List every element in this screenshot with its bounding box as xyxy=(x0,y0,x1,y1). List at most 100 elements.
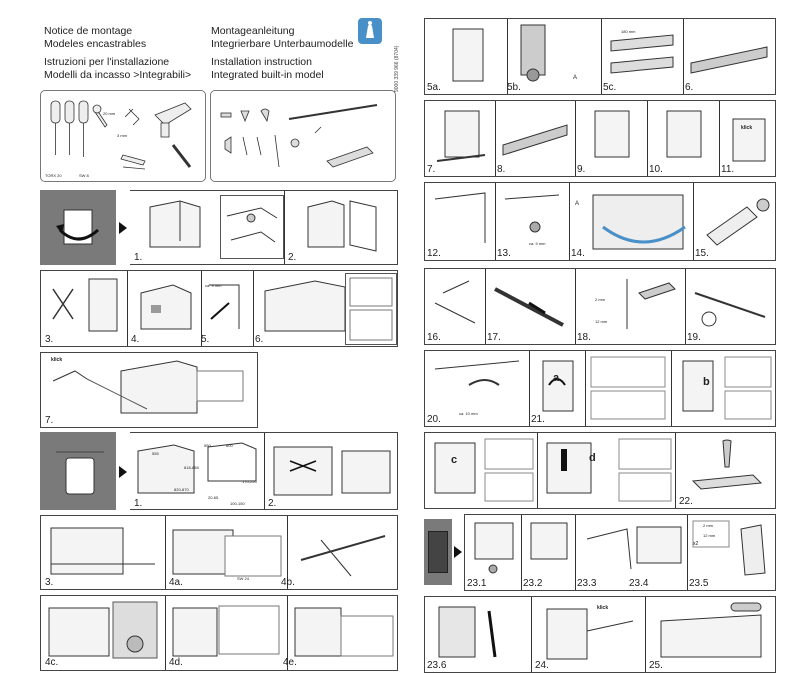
step-5c-illustration xyxy=(605,23,679,85)
sw-label: SW 8 xyxy=(79,173,89,178)
step-21-b-illustration xyxy=(675,355,721,417)
step-22-c-detail xyxy=(483,437,535,503)
dim-180mm: 180 mm xyxy=(621,29,636,34)
ca-9mm-label: ca. 9 mm xyxy=(205,283,222,288)
step-10-illustration xyxy=(651,105,715,167)
right-step-5c: 5c. xyxy=(603,82,617,93)
step-17-illustration xyxy=(489,273,571,333)
step-6-illustration xyxy=(259,275,351,337)
right-step-8: 8. xyxy=(497,164,506,175)
left-step-4c: 4c. xyxy=(45,657,59,668)
right-step-23-2: 23.2 xyxy=(523,578,543,589)
step-23-6-illustration xyxy=(429,601,529,663)
right-step-23-1: 23.1 xyxy=(467,578,487,589)
step-2d-illustration xyxy=(270,437,394,499)
callout-d: d xyxy=(589,452,596,464)
left-step-1d: 1. xyxy=(134,498,143,509)
step-6r-illustration xyxy=(687,23,773,85)
ca-9mm-label-13: ca. 9 mm xyxy=(529,241,546,246)
step-21-detail-a xyxy=(589,355,667,421)
title-it-line2: Modelli da incasso >Integrabili> xyxy=(44,69,192,81)
info-badge-icon xyxy=(358,18,382,44)
left-step-3e: 3. xyxy=(45,577,54,588)
left-step-6b: 6. xyxy=(255,334,264,345)
right-row-4: 16. 17. 2 mm 12 mm 18. 19. xyxy=(424,268,776,345)
step-23-5-illustration xyxy=(691,519,773,579)
right-step-14: 14. xyxy=(571,248,585,259)
step-23-1-illustration xyxy=(469,519,519,579)
right-row-7: 23.1 23.2 23.3 23.4 2 mm 12 mm x2 23.5 xyxy=(464,514,776,591)
dim-100-150: 100-150 xyxy=(230,501,245,506)
title-de-line1: Montageanleitung xyxy=(211,25,295,37)
step-12-illustration xyxy=(429,187,491,249)
step-11-illustration xyxy=(723,105,773,167)
tools-illustration xyxy=(45,95,203,179)
left-step-1a: 1. xyxy=(134,252,143,263)
step-1d-dimensions xyxy=(134,437,260,499)
left-step-4a: 4a. xyxy=(169,577,183,588)
callout-A-1: A xyxy=(573,75,578,81)
step-7r-illustration xyxy=(429,105,491,167)
dim-550: 550 xyxy=(204,443,211,448)
sw24-label: SW 24 xyxy=(237,576,250,581)
right-step-21: 21. xyxy=(531,414,545,425)
step-9-illustration xyxy=(579,105,643,167)
step-22-c-illustration xyxy=(429,437,483,499)
step-22-d-detail xyxy=(617,437,673,503)
title-de-line2: Integrierbare Unterbaumodelle xyxy=(211,38,354,50)
right-row-5: ca. 10 mm 20. a 21. b xyxy=(424,350,776,427)
right-step-20: 20. xyxy=(427,414,441,425)
dim-818-858: 818-858 xyxy=(184,465,199,470)
step-2-illustration xyxy=(302,195,382,253)
steps-row-e: 3. SW 24 4a. 4b. xyxy=(40,515,398,590)
klick-label-c: klick xyxy=(51,357,63,363)
step-8-illustration xyxy=(499,105,571,167)
step-4a-illustration xyxy=(169,520,283,580)
right-row-2: 7. 8. 9. 10. klick 11. xyxy=(424,100,776,177)
left-step-3b: 3. xyxy=(45,334,54,345)
step-5a-illustration xyxy=(429,23,503,85)
step-23-3-illustration xyxy=(577,519,685,579)
parts-panel xyxy=(210,90,396,182)
right-step-7: 7. xyxy=(427,164,436,175)
steps-row-c: klick 7. xyxy=(40,352,258,428)
parts-illustration xyxy=(217,97,391,177)
left-step-4b: 4b. xyxy=(281,577,295,588)
step-22-illustration xyxy=(683,437,771,499)
step-4-illustration xyxy=(133,275,197,335)
dim-20-65: 20-65 xyxy=(208,495,219,500)
callout-A-14: A xyxy=(575,201,580,207)
steps-row-a: 1. 2. xyxy=(130,190,398,265)
steps-row-b: 3. 4. ca. 9 mm 5. 6. xyxy=(40,270,398,347)
step-4d-illustration xyxy=(169,600,283,660)
right-step-18: 18. xyxy=(577,332,591,343)
right-step-23-5: 23.5 xyxy=(689,578,709,589)
step-1-detail xyxy=(220,195,284,259)
right-step-6: 6. xyxy=(685,82,694,93)
step-1-illustration xyxy=(140,195,210,253)
arrow-right-icon xyxy=(119,222,127,234)
tools-panel: TORX 20 SW 8 20 mm 3 mm xyxy=(40,90,206,182)
right-step-9: 9. xyxy=(577,164,586,175)
right-row-8: 23.6 klick 24. 25. xyxy=(424,596,776,673)
step-25-illustration xyxy=(651,601,773,663)
steps-row-f: 4c. 4d. 4e. xyxy=(40,595,398,671)
left-step-4d: 4d. xyxy=(169,657,183,668)
step-22-d-illustration xyxy=(541,437,601,499)
x2-label: x2 xyxy=(693,541,699,547)
depth-3mm-label: 3 mm xyxy=(117,133,127,138)
step-block-gray-23 xyxy=(424,519,452,585)
right-row-3: 12. ca. 9 mm 13. A 14. 15. xyxy=(424,182,776,261)
step-21-illustration xyxy=(535,355,581,417)
step-4c-illustration xyxy=(45,600,161,660)
right-step-11: 11. xyxy=(721,164,735,175)
title-en-line2: Integrated built-in model xyxy=(211,69,324,81)
title-fr-line2: Modeles encastrables xyxy=(44,38,147,50)
callout-c: c xyxy=(451,454,458,466)
dim-170-220: 170-220 xyxy=(242,479,257,484)
step-5b-illustration xyxy=(511,21,597,87)
klick-label-24: klick xyxy=(597,605,609,611)
right-step-25: 25. xyxy=(649,660,663,671)
step-7-illustration xyxy=(47,357,253,417)
document-code: 9000 339 966 (8704) xyxy=(394,45,400,92)
